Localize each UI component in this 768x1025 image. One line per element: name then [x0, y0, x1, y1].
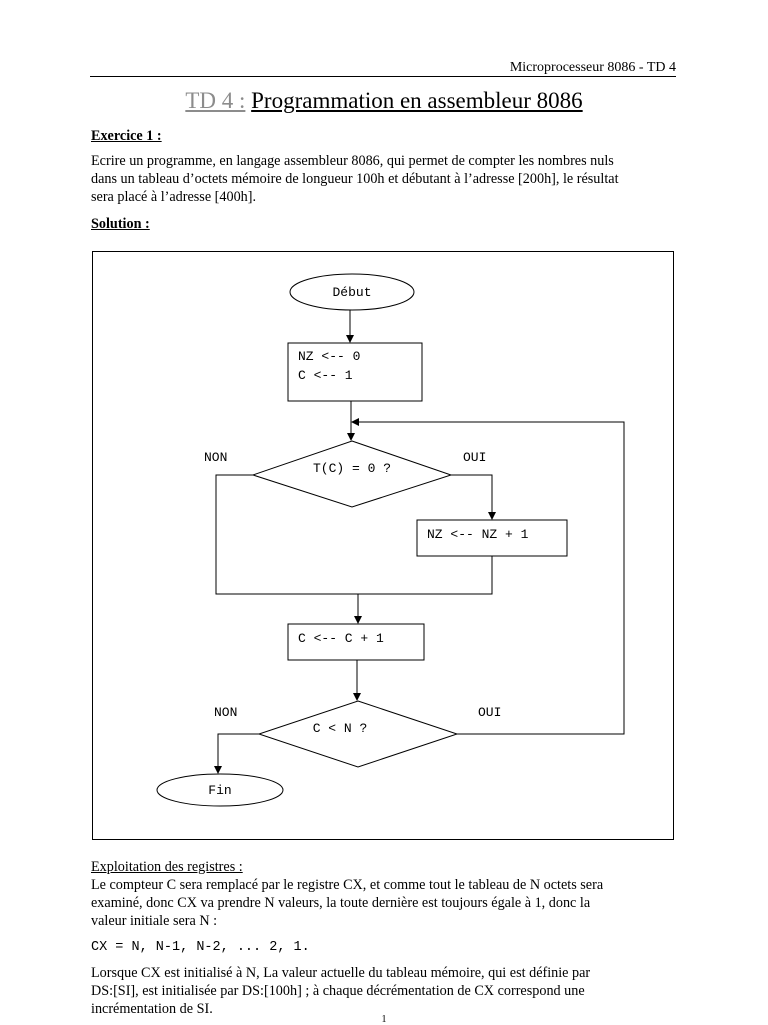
init-box	[287, 342, 423, 402]
exercise-statement-line-3: sera placé à l’adresse [400h].	[91, 189, 257, 205]
edge-decision2-yes-loop	[351, 418, 625, 735]
decision-1-diamond	[251, 440, 453, 508]
increment-c-label: C <-- C + 1	[298, 631, 384, 646]
init-line-2: C <-- 1	[298, 368, 353, 383]
flowchart: Début NZ <-- 0 C <-- 1 T(C) = 0 ? NON OU…	[156, 273, 625, 807]
end-terminal	[156, 773, 284, 807]
increment-c-box	[287, 623, 425, 661]
page-number: 1	[381, 1014, 387, 1025]
decision-2-yes-label: OUI	[478, 705, 501, 720]
page-title: TD 4 : Programmation en assembleur 8086	[0, 88, 768, 114]
edge-increment-nz-merge	[358, 556, 493, 595]
registers-para1-line-1: Le compteur C sera remplacé par le regis…	[91, 877, 604, 893]
decision-2-label: C < N ?	[313, 721, 368, 736]
registers-para2-line-3: incrémentation de SI.	[91, 1001, 213, 1017]
decision-1-label: T(C) = 0 ?	[313, 461, 391, 476]
edge-decision2-no	[214, 733, 259, 774]
registers-para1-line-2: examiné, donc CX va prendre N valeurs, l…	[91, 895, 591, 911]
edge-decision1-no	[215, 474, 358, 595]
decision-2-no-label: NON	[214, 705, 237, 720]
title-td-label: TD 4 :	[185, 88, 246, 113]
decision-1-no-label: NON	[204, 450, 227, 465]
increment-nz-label: NZ <-- NZ + 1	[427, 527, 529, 542]
title-main: Programmation en assembleur 8086	[251, 88, 583, 113]
start-terminal	[289, 273, 415, 311]
registers-heading: Exploitation des registres :	[91, 859, 243, 875]
running-header: Microprocesseur 8086 - TD 4	[90, 59, 676, 77]
exercise-statement-line-2: dans un tableau d’octets mémoire de long…	[91, 171, 619, 187]
flowchart-frame: Début NZ <-- 0 C <-- 1 T(C) = 0 ? NON OU…	[92, 251, 674, 840]
start-label: Début	[332, 285, 371, 300]
registers-para2-line-1: Lorsque CX est initialisé à N, La valeur…	[91, 965, 591, 981]
registers-code: CX = N, N-1, N-2, ... 2, 1.	[91, 940, 310, 955]
init-line-1: NZ <-- 0	[298, 349, 360, 364]
solution-heading: Solution :	[91, 216, 150, 232]
end-label: Fin	[208, 783, 231, 798]
registers-para2-line-2: DS:[SI], est initialisée par DS:[100h] ;…	[91, 983, 585, 999]
edge-decision1-yes	[451, 474, 496, 520]
decision-2-diamond	[257, 700, 459, 768]
registers-para1-line-3: valeur initiale sera N :	[91, 913, 218, 929]
exercise-statement-line-1: Ecrire un programme, en langage assemble…	[91, 153, 614, 169]
exercise-heading: Exercice 1 :	[91, 128, 162, 144]
decision-1-yes-label: OUI	[463, 450, 486, 465]
